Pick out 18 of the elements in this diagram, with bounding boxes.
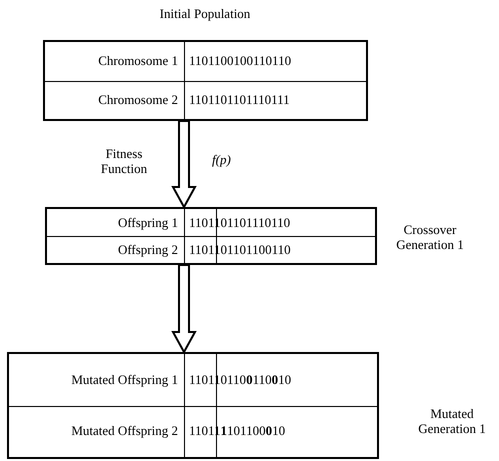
row-label: Mutated Offspring 2 xyxy=(71,423,178,438)
hollow-arrow xyxy=(171,120,197,210)
bit-string: 1101100100110110 xyxy=(189,53,292,68)
bit-string: 1101101101110111 xyxy=(189,92,290,107)
table-box xyxy=(43,40,368,121)
row-label: Offspring 2 xyxy=(118,242,178,256)
row-label: Chromosome 1 xyxy=(98,53,178,68)
table-box xyxy=(45,207,377,265)
function-label: f(p) xyxy=(212,152,231,167)
node-label: Initial Population xyxy=(158,6,252,21)
node-label: Mutated Generation 1 xyxy=(417,406,487,436)
row-label: Mutated Offspring 1 xyxy=(71,372,178,387)
row-label: Offspring 1 xyxy=(118,214,178,230)
table-box xyxy=(7,352,379,459)
hollow-arrow xyxy=(171,264,197,354)
node-label: Crossover Generation 1 xyxy=(395,222,465,252)
row-label: Chromosome 2 xyxy=(98,92,178,107)
edge-label: Fitness Function xyxy=(100,146,148,176)
